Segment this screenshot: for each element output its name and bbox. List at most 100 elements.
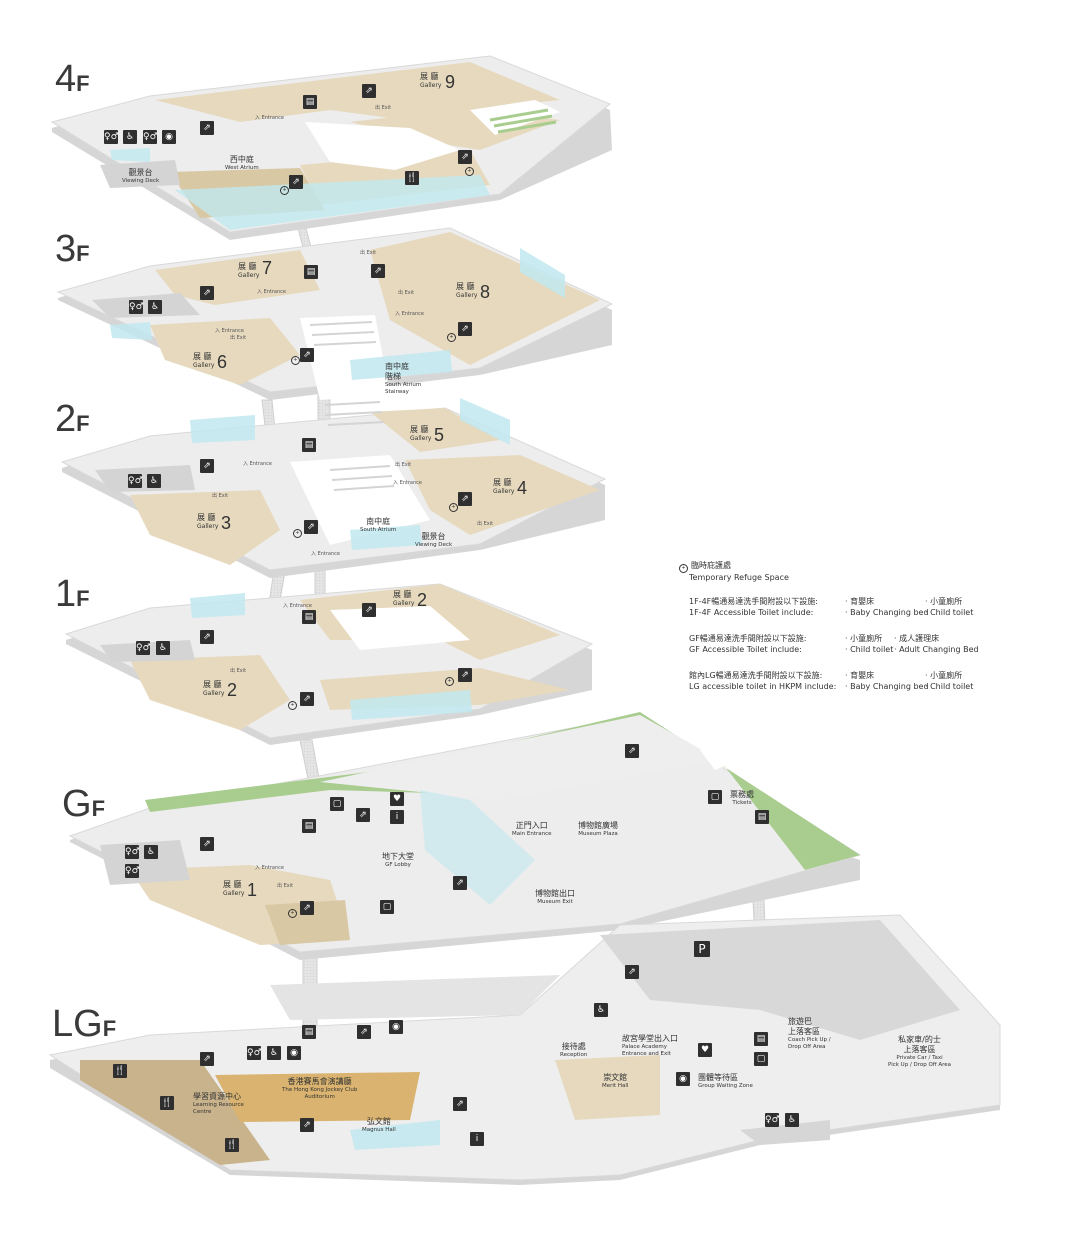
accessible-parking-icon[interactable]: ♿ [594, 1003, 608, 1017]
lift-icon[interactable]: ▤ [755, 810, 769, 824]
stairs-icon[interactable]: ⇗ [300, 1118, 314, 1132]
refuge-icon: + [280, 186, 289, 195]
floor-3f-plan [56, 227, 614, 400]
stairs-icon[interactable]: ⇗ [458, 668, 472, 682]
lift-icon[interactable]: ▤ [303, 95, 317, 109]
wc-icon[interactable]: ♀♂ [128, 474, 143, 488]
wc-icon[interactable]: ♀♂ [129, 300, 144, 314]
stairs-icon[interactable]: ⇗ [304, 520, 318, 534]
wc-icon[interactable]: ♀♂ [125, 864, 140, 878]
lift-icon[interactable]: ▤ [304, 265, 318, 279]
floor-label-4f: 4F [55, 58, 90, 100]
restaurant-icon[interactable]: 🍴 [160, 1096, 174, 1110]
wc-icon[interactable]: ♀♂ [247, 1046, 262, 1060]
stairs-icon[interactable]: ⇗ [362, 84, 376, 98]
stairs-icon[interactable]: ⇗ [453, 1097, 467, 1111]
refuge-icon: + [293, 529, 302, 538]
accessible-toilet-icon[interactable]: ♿ [148, 300, 162, 314]
legend-row-1f4f-child: · 小童廁所 · Child toilet [925, 597, 974, 617]
lift-icon[interactable]: ▤ [302, 819, 316, 833]
aed-icon[interactable]: ♥ [698, 1043, 712, 1057]
restaurant-icon[interactable]: 🍴 [225, 1138, 239, 1152]
stairs-icon[interactable]: ⇗ [300, 692, 314, 706]
entrance-tag: 入 Entrance [311, 551, 340, 557]
lift-icon[interactable]: ▤ [302, 438, 316, 452]
stairs-icon[interactable]: ⇗ [200, 630, 214, 644]
stairs-icon[interactable]: ⇗ [371, 264, 385, 278]
restaurant-icon[interactable]: 🍴 [113, 1064, 127, 1078]
stairs-icon[interactable]: ⇗ [625, 744, 639, 758]
accessible-toilet-icon[interactable]: ♿ [267, 1046, 281, 1060]
info-icon[interactable]: i [390, 810, 404, 824]
stairs-icon[interactable]: ⇗ [458, 492, 472, 506]
stairs-icon[interactable]: ⇗ [200, 1052, 214, 1066]
locker-icon[interactable]: ▢ [330, 797, 344, 811]
stairs-icon[interactable]: ⇗ [362, 603, 376, 617]
entrance-tag: 入 Entrance [243, 461, 272, 467]
stairs-icon[interactable]: ⇗ [453, 876, 467, 890]
stairs-icon[interactable]: ⇗ [300, 901, 314, 915]
stairs-icon[interactable]: ⇗ [625, 965, 639, 979]
refuge-icon: + [447, 333, 456, 342]
stairs-icon[interactable]: ⇗ [300, 348, 314, 362]
stairs-icon[interactable]: ⇗ [200, 121, 214, 135]
refuge-icon: + [288, 909, 297, 918]
stairs-icon[interactable]: ⇗ [200, 837, 214, 851]
ticket-icon[interactable]: ▢ [708, 790, 722, 804]
exit-tag: 出 Exit [212, 493, 229, 499]
lift-icon[interactable]: ▤ [302, 1025, 316, 1039]
wc-icon[interactable]: ♀♂ [765, 1113, 780, 1127]
wc-icon[interactable]: ♀♂ [125, 845, 140, 859]
accessible-toilet-icon[interactable]: ♿ [144, 845, 158, 859]
baby-care-icon[interactable]: ◉ [162, 130, 176, 144]
lift-icon[interactable]: ▤ [302, 610, 316, 624]
baby-care-icon[interactable]: ◉ [287, 1046, 301, 1060]
aed-icon[interactable]: ♥ [390, 792, 404, 806]
entrance-tag: 入 Entrance [255, 115, 284, 121]
stairs-icon[interactable]: ⇗ [356, 808, 370, 822]
stairs-icon[interactable]: ⇗ [458, 150, 472, 164]
accessible-toilet-icon[interactable]: ♿ [123, 130, 137, 144]
parking-icon[interactable]: P [694, 941, 710, 957]
stairs-icon[interactable]: ⇗ [458, 322, 472, 336]
accessible-toilet-icon[interactable]: ♿ [147, 474, 161, 488]
shop-icon[interactable]: ▢ [380, 900, 394, 914]
stairs-icon[interactable]: ⇗ [200, 459, 214, 473]
accessible-toilet-icon[interactable]: ♿ [156, 641, 170, 655]
restaurant-icon[interactable]: 🍴 [405, 171, 419, 185]
floor-label-1f: 1F [55, 573, 90, 615]
baby-care-icon[interactable]: ◉ [389, 1020, 403, 1034]
wc-icon[interactable]: ♀♂ [104, 130, 119, 144]
accessible-toilet-icon[interactable]: ♿ [785, 1113, 799, 1127]
stairs-icon[interactable]: ⇗ [357, 1025, 371, 1039]
wc-icon[interactable]: ♀♂ [136, 641, 151, 655]
wc-icon[interactable]: ♀♂ [143, 130, 158, 144]
lift-icon[interactable]: ▤ [754, 1032, 768, 1046]
stairs-icon[interactable]: ⇗ [289, 175, 303, 189]
stairs-icon[interactable]: ⇗ [200, 286, 214, 300]
legend-row-lg-child: · 小童廁所 · Child toilet [925, 671, 974, 691]
